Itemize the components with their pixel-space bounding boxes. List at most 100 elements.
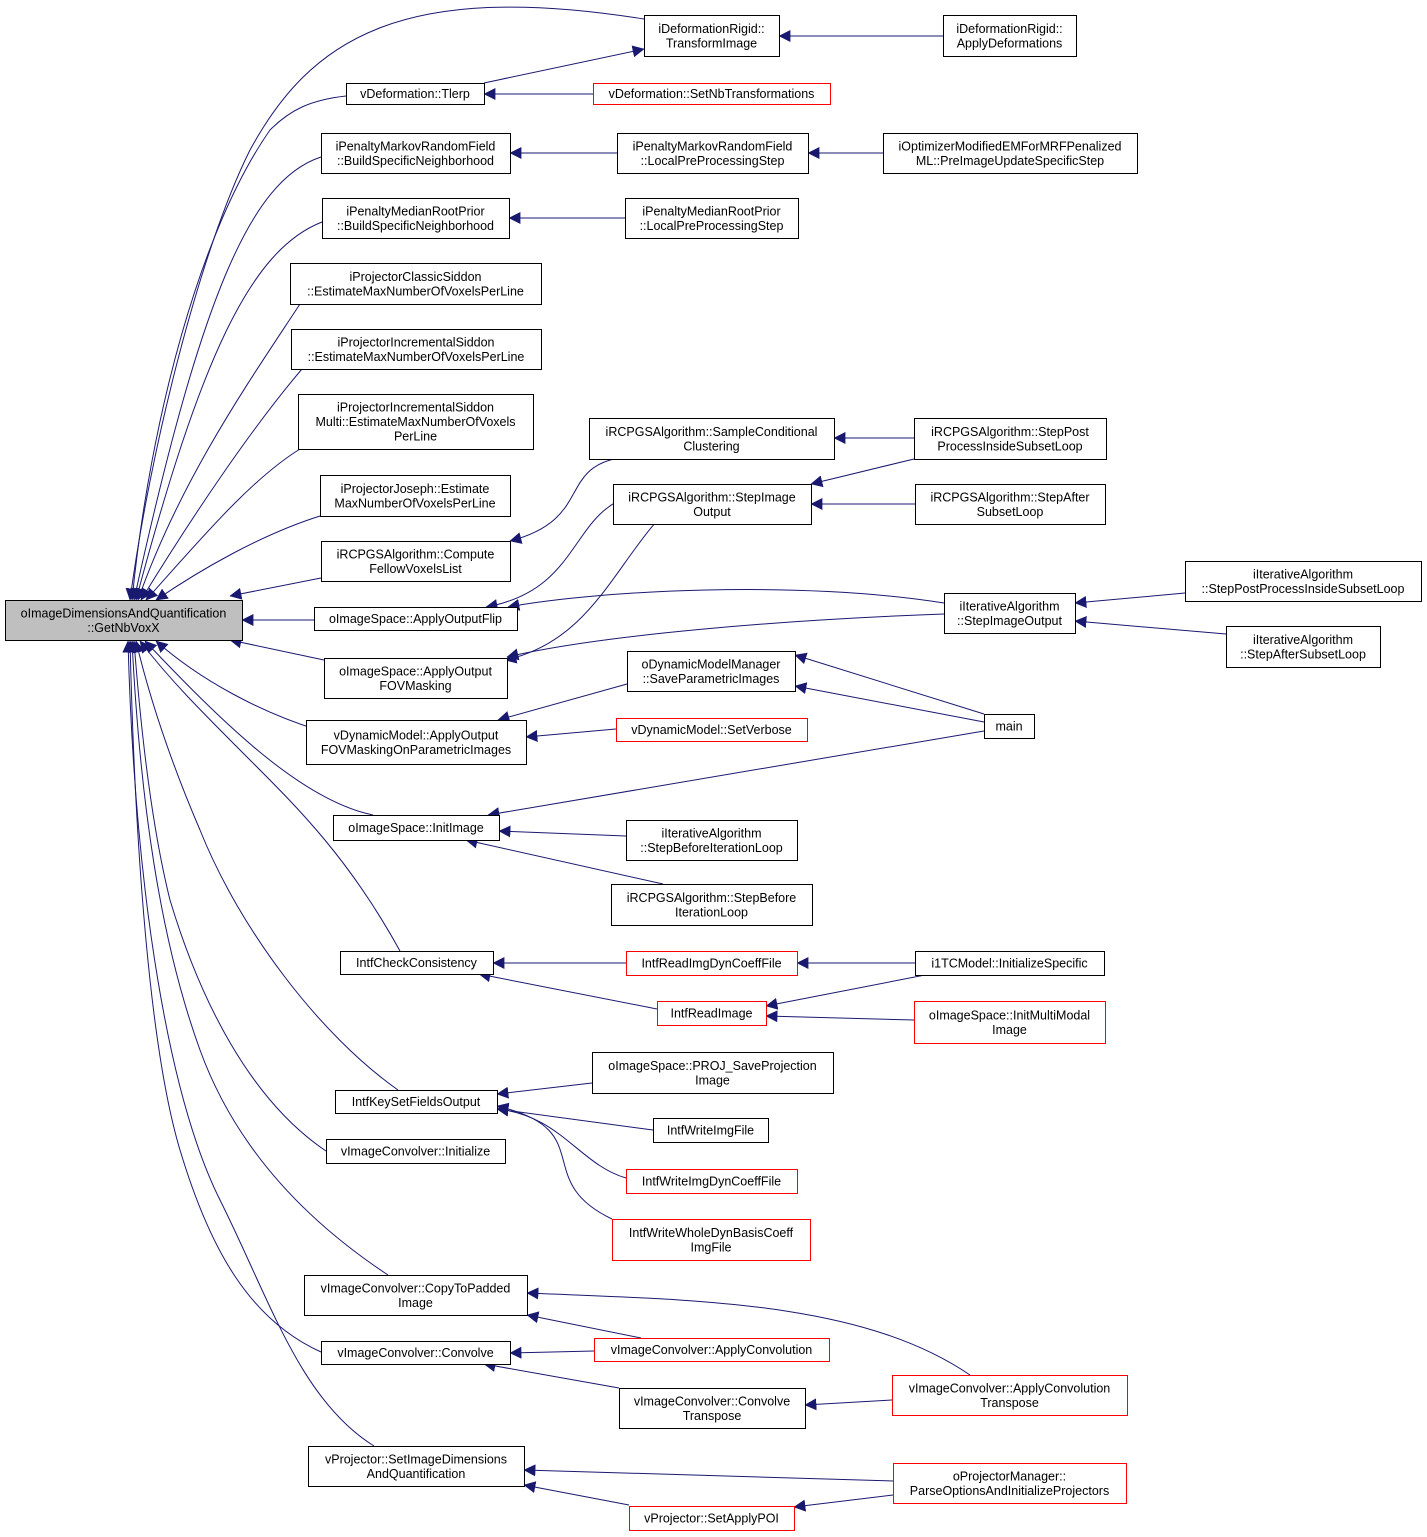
- node-box: [592, 1052, 834, 1094]
- node-rcpSample[interactable]: iRCPGSAlgorithm::SampleConditionalCluste…: [589, 418, 835, 460]
- edge-main-to-initImage: [487, 730, 985, 820]
- node-box: [290, 263, 542, 305]
- node-label-line: iIterativeAlgorithm: [1253, 633, 1353, 647]
- node-box: [589, 418, 835, 460]
- node-setImgDim[interactable]: vProjector::SetImageDimensionsAndQuantif…: [308, 1446, 525, 1487]
- node-convolve[interactable]: vImageConvolver::Convolve: [321, 1341, 511, 1365]
- node-readImage[interactable]: IntfReadImage: [657, 1001, 767, 1026]
- node-label-line: iProjectorIncrementalSiddon: [337, 401, 494, 415]
- node-label-line: oImageSpace::InitImage: [348, 821, 484, 835]
- edge-iterAfter-to-iterStepImage: [1074, 615, 1227, 635]
- node-projMgr[interactable]: oProjectorManager::ParseOptionsAndInitia…: [893, 1463, 1127, 1504]
- node-convInit[interactable]: vImageConvolver::Initialize: [326, 1139, 506, 1164]
- edge-applyConv-to-copyPad: [526, 1311, 642, 1339]
- edge-readImage-to-checkCons: [478, 970, 658, 1010]
- node-optEM[interactable]: iOptimizerModifiedEMForMRFPenalizedML::P…: [883, 133, 1138, 174]
- node-label-line: vProjector::SetImageDimensions: [325, 1452, 507, 1466]
- node-dynSave[interactable]: oDynamicModelManager::SaveParametricImag…: [627, 651, 796, 692]
- node-label-line: IterationLoop: [675, 905, 748, 919]
- node-box: [914, 418, 1107, 460]
- edge-applyConv-to-convolve: [509, 1346, 595, 1359]
- node-initImage[interactable]: oImageSpace::InitImage: [333, 815, 500, 841]
- node-setPOI[interactable]: vProjector::SetApplyPOI: [629, 1506, 795, 1531]
- edge-setPOI-to-setImgDim: [523, 1481, 630, 1506]
- edge-setImgDim-to-root: [122, 640, 375, 1447]
- node-label-line: ::EstimateMaxNumberOfVoxelsPerLine: [308, 350, 525, 364]
- node-label-line: ::BuildSpecificNeighborhood: [337, 219, 494, 233]
- node-box: [915, 951, 1105, 976]
- node-dynFov[interactable]: vDynamicModel::ApplyOutputFOVMaskingOnPa…: [306, 720, 527, 765]
- node-iterPost[interactable]: iIterativeAlgorithm::StepPostProcessInsi…: [1185, 561, 1422, 602]
- node-box: [322, 198, 510, 239]
- node-readDyn[interactable]: IntfReadImgDynCoeffFile: [626, 951, 798, 976]
- node-label-line: IntfCheckConsistency: [356, 956, 478, 970]
- node-label-line: ApplyDeformations: [957, 36, 1063, 50]
- node-label-line: iOptimizerModifiedEMForMRFPenalized: [899, 139, 1122, 153]
- node-label-line: oImageSpace::ApplyOutput: [339, 664, 492, 678]
- node-box: [340, 951, 494, 975]
- node-label-line: IntfReadImgDynCoeffFile: [641, 957, 781, 971]
- node-defTransform[interactable]: iDeformationRigid::TransformImage: [644, 15, 780, 57]
- node-incrMulti[interactable]: iProjectorIncrementalSiddonMulti::Estima…: [298, 394, 534, 450]
- node-label-line: ParseOptionsAndInitializeProjectors: [910, 1484, 1109, 1498]
- node-label-line: iProjectorIncrementalSiddon: [337, 335, 494, 349]
- node-label-line: iPenaltyMedianRootPrior: [346, 204, 484, 218]
- node-i1tc[interactable]: i1TCModel::InitializeSpecific: [915, 951, 1105, 976]
- node-rcpStepPost[interactable]: iRCPGSAlgorithm::StepPostProcessInsideSu…: [914, 418, 1107, 460]
- node-setNbTrans[interactable]: vDeformation::SetNbTransformations: [593, 83, 831, 105]
- node-keySet[interactable]: IntfKeySetFieldsOutput: [335, 1090, 498, 1114]
- edge-dynVerbose-to-dynFov: [525, 728, 617, 742]
- edge-rcpBefore-to-initImage: [465, 836, 664, 885]
- node-label-line: ::BuildSpecificNeighborhood: [337, 154, 494, 168]
- node-label-line: iPenaltyMarkovRandomField: [633, 139, 793, 153]
- node-tlerp[interactable]: vDeformation::Tlerp: [346, 83, 485, 105]
- node-rcpStepAfter[interactable]: iRCPGSAlgorithm::StepAfterSubsetLoop: [915, 484, 1106, 525]
- node-main[interactable]: main: [984, 714, 1035, 739]
- node-applyConvT[interactable]: vImageConvolver::ApplyConvolutionTranspo…: [892, 1375, 1128, 1416]
- node-label-line: i1TCModel::InitializeSpecific: [931, 957, 1087, 971]
- node-box: [346, 83, 485, 105]
- node-label-line: oDynamicModelManager: [642, 657, 781, 671]
- node-defApply[interactable]: iDeformationRigid::ApplyDeformations: [943, 15, 1077, 57]
- node-incr[interactable]: iProjectorIncrementalSiddon::EstimateMax…: [291, 329, 542, 370]
- node-iterBefore[interactable]: iIterativeAlgorithm::StepBeforeIteration…: [626, 820, 798, 861]
- node-root[interactable]: oImageDimensionsAndQuantification::GetNb…: [5, 600, 243, 641]
- node-box: [625, 198, 799, 239]
- node-writeImg[interactable]: IntfWriteImgFile: [653, 1118, 769, 1143]
- node-label-line: iRCPGSAlgorithm::StepPost: [931, 425, 1089, 439]
- node-applyConv[interactable]: vImageConvolver::ApplyConvolution: [594, 1338, 830, 1362]
- node-label-line: AndQuantification: [367, 1467, 466, 1481]
- node-label-line: iRCPGSAlgorithm::StepBefore: [627, 891, 797, 905]
- node-rcpStepImage[interactable]: iRCPGSAlgorithm::StepImageOutput: [613, 484, 812, 525]
- node-dynVerbose[interactable]: vDynamicModel::SetVerbose: [616, 718, 808, 742]
- node-iterAfter[interactable]: iIterativeAlgorithm::StepAfterSubsetLoop: [1226, 626, 1381, 668]
- node-joseph[interactable]: iProjectorJoseph::EstimateMaxNumberOfVox…: [320, 475, 511, 517]
- node-label-line: iDeformationRigid::: [658, 22, 764, 36]
- node-checkCons[interactable]: IntfCheckConsistency: [340, 951, 494, 975]
- edge-fovMask-to-root: [229, 636, 325, 661]
- node-box: [291, 329, 542, 370]
- node-label-line: oImageSpace::ApplyOutputFlip: [329, 612, 502, 626]
- edge-checkCons-to-root: [139, 640, 401, 952]
- node-flip[interactable]: oImageSpace::ApplyOutputFlip: [314, 607, 518, 631]
- node-box: [314, 607, 518, 631]
- node-mrpLocal[interactable]: iPenaltyMedianRootPrior::LocalPreProcess…: [625, 198, 799, 239]
- node-iterStepImage[interactable]: iIterativeAlgorithm::StepImageOutput: [944, 593, 1076, 634]
- node-mrfLocal[interactable]: iPenaltyMarkovRandomField::LocalPreProce…: [617, 133, 809, 174]
- node-classic[interactable]: iProjectorClassicSiddon::EstimateMaxNumb…: [290, 263, 542, 305]
- node-box: [627, 651, 796, 692]
- node-box: [617, 133, 809, 174]
- edge-rcpStepPost-to-rcpStepImage: [810, 458, 915, 488]
- node-writeDyn[interactable]: IntfWriteImgDynCoeffFile: [626, 1169, 798, 1194]
- node-mrfBuild[interactable]: iPenaltyMarkovRandomField::BuildSpecific…: [321, 133, 511, 174]
- node-mrpBuild[interactable]: iPenaltyMedianRootPrior::BuildSpecificNe…: [322, 198, 510, 239]
- node-rcpBefore[interactable]: iRCPGSAlgorithm::StepBeforeIterationLoop: [611, 884, 813, 926]
